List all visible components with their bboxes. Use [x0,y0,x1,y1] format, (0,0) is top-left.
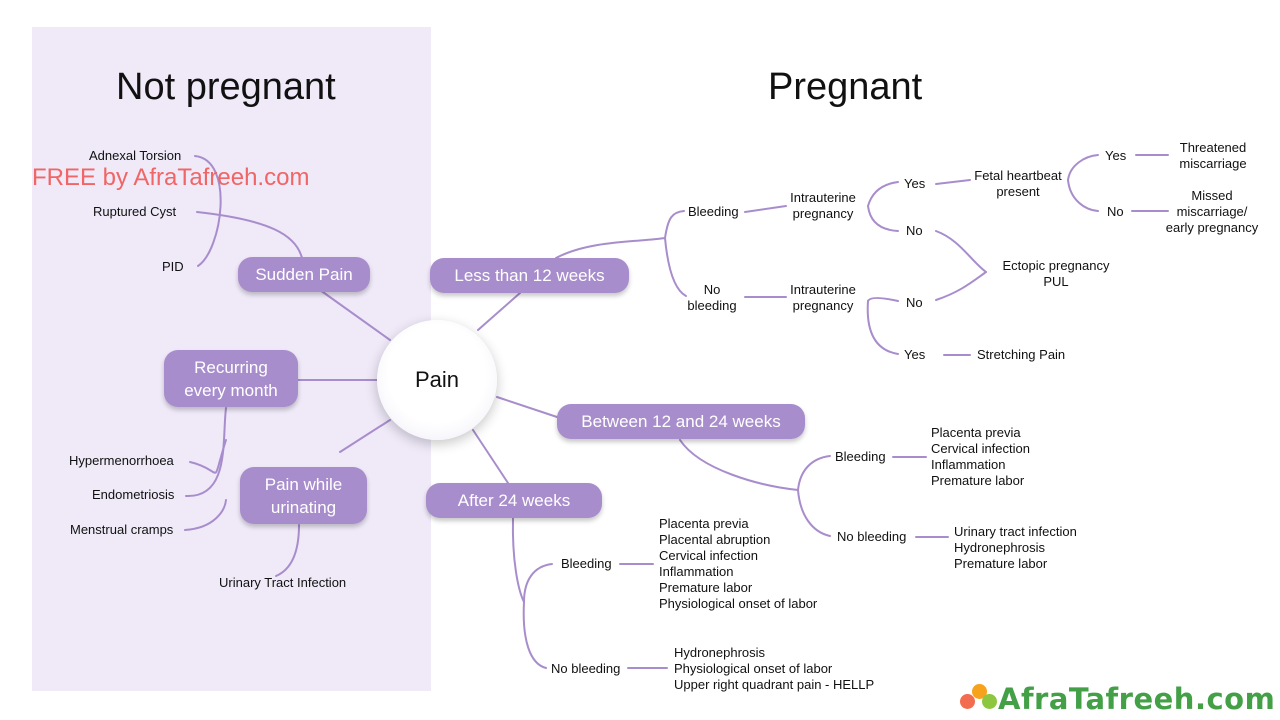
pain-hub: Pain [377,320,497,440]
lt12-bleeding-label: Bleeding [688,204,739,219]
threatened-miscarriage-label: Threatened miscarriage [1179,140,1247,171]
lt12-node: Less than 12 weeks [430,258,629,293]
lt12-no-bleeding-label: No bleeding [687,282,737,313]
connector-lt12 [477,292,521,331]
ruptured-cyst-label: Ruptured Cyst [93,204,177,219]
endometriosis-label: Endometriosis [92,487,175,502]
recurring-node: Recurring every month [164,350,298,407]
connector-b12-24 [496,396,561,419]
after24-no-bleeding-causes: Hydronephrosis Physiological onset of la… [674,645,875,692]
urinating-node: Pain while urinating [240,467,367,524]
after24-bleeding-label: Bleeding [561,556,612,571]
brand-logo: AfraTafreeh.com [960,682,1275,716]
connector-sudden [319,289,391,341]
after24-node: After 24 weeks [426,483,602,518]
b12-24-no-bleeding-causes: Urinary tract infection Hydronephrosis P… [954,524,1077,571]
b12-24-no-bleeding-label: No bleeding [837,529,907,544]
pregnant-heading: Pregnant [768,66,923,108]
intrauterine-1-label: Intrauterine pregnancy [790,190,856,221]
hypermenorrhoea-label: Hypermenorrhoea [69,453,174,468]
menstrual-cramps-label: Menstrual cramps [70,522,174,537]
no-bleeding-yes-label: Yes [904,347,926,362]
not-pregnant-heading: Not pregnant [116,66,336,108]
b12-24-bleeding-causes: Placenta previa Cervical infection Infla… [931,425,1030,488]
brand-dots-icon [960,684,998,714]
watermark-text: FREE by AfraTafreeh.com [32,164,310,191]
brand-text: AfraTafreeh.com [998,682,1276,716]
connector-after24 [472,429,509,484]
after24-no-bleeding-label: No bleeding [551,661,621,676]
fetal-heartbeat-label: Fetal heartbeat present [974,168,1062,199]
intrauterine-no-label: No [906,223,923,238]
missed-miscarriage-label: Missed miscarriage/ early pregnancy [1165,188,1259,235]
fhr-no-label: No [1107,204,1124,219]
intrauterine-2-label: Intrauterine pregnancy [790,282,856,313]
brand-dot-green [982,694,997,709]
fhr-yes-label: Yes [1105,148,1127,163]
b12-24-node: Between 12 and 24 weeks [557,404,805,439]
after24-bleeding-causes: Placenta previa Placental abruption Cerv… [659,516,818,611]
pid-label: PID [162,259,184,274]
sudden-pain-node: Sudden Pain [238,257,370,292]
ectopic-pregnancy-label: Ectopic pregnancy PUL [1002,258,1110,289]
no-bleeding-no-label: No [906,295,923,310]
uti-label: Urinary Tract Infection [219,575,347,590]
intrauterine-yes-label: Yes [904,176,926,191]
stretching-pain-label: Stretching Pain [977,347,1066,362]
connector-urinating [339,419,391,453]
b12-24-bleeding-label: Bleeding [835,449,886,464]
brand-dot-red [960,694,975,709]
adnexal-torsion-label: Adnexal Torsion [89,148,182,163]
